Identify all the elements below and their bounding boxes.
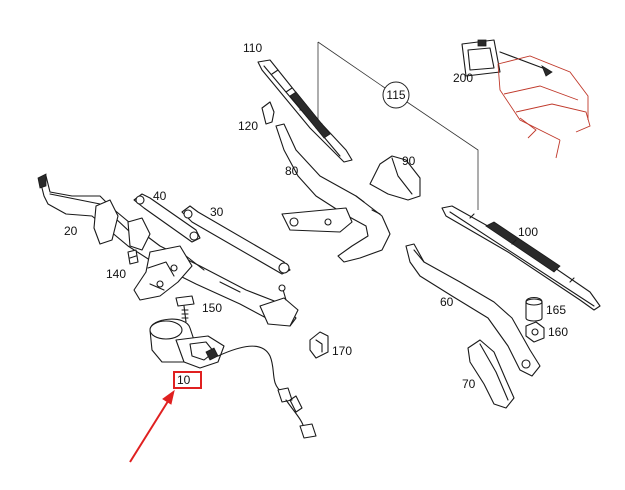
label-40[interactable]: 40 bbox=[153, 189, 167, 203]
linkage-rod-30[interactable] bbox=[181, 205, 291, 275]
label-10[interactable]: 10 bbox=[177, 373, 191, 387]
label-160[interactable]: 160 bbox=[548, 325, 568, 339]
label-165[interactable]: 165 bbox=[546, 303, 566, 317]
arm-cover-70[interactable] bbox=[467, 339, 515, 409]
clip-120[interactable] bbox=[261, 101, 275, 125]
cover-90[interactable] bbox=[369, 155, 421, 201]
callout-115-leaders bbox=[317, 41, 479, 210]
screw-150[interactable] bbox=[175, 295, 195, 323]
highlight-box-10 bbox=[173, 371, 202, 389]
label-110[interactable]: 110 bbox=[243, 41, 262, 55]
wiper-arm-60[interactable] bbox=[405, 243, 541, 377]
label-90[interactable]: 90 bbox=[402, 154, 416, 168]
label-150[interactable]: 150 bbox=[202, 301, 222, 315]
rain-sensor-200[interactable] bbox=[461, 39, 553, 77]
label-100[interactable]: 100 bbox=[518, 225, 538, 239]
label-70[interactable]: 70 bbox=[462, 377, 476, 391]
wiper-blade-100[interactable] bbox=[441, 205, 601, 311]
label-115[interactable]: 115 bbox=[386, 88, 405, 102]
car-windshield-sketch bbox=[497, 55, 591, 159]
cap-165[interactable] bbox=[525, 296, 543, 322]
wiper-blade-110[interactable] bbox=[257, 59, 353, 163]
wiper-frame-20[interactable] bbox=[37, 173, 299, 327]
wiper-motor-10[interactable] bbox=[149, 318, 317, 439]
label-30[interactable]: 30 bbox=[210, 205, 224, 219]
red-arrow-icon bbox=[129, 389, 175, 463]
nut-160[interactable] bbox=[525, 321, 545, 343]
label-80[interactable]: 80 bbox=[285, 164, 299, 178]
label-20[interactable]: 20 bbox=[64, 224, 78, 238]
bracket-170[interactable] bbox=[309, 331, 329, 359]
label-200[interactable]: 200 bbox=[453, 71, 473, 85]
label-60[interactable]: 60 bbox=[440, 295, 454, 309]
wiper-arm-80[interactable] bbox=[275, 123, 391, 263]
bolt-140[interactable] bbox=[127, 249, 139, 265]
label-170[interactable]: 170 bbox=[332, 344, 352, 358]
label-120[interactable]: 120 bbox=[238, 119, 258, 133]
linkage-rod-40[interactable] bbox=[133, 193, 201, 243]
callout-115-circle bbox=[382, 81, 410, 109]
label-140[interactable]: 140 bbox=[106, 267, 126, 281]
